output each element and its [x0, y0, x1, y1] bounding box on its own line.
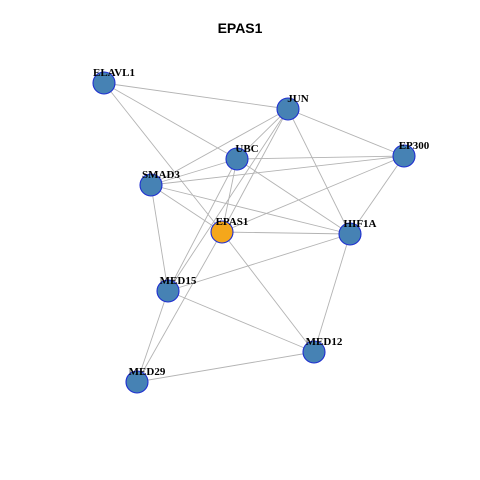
edge-hif1a-med12	[313, 233, 351, 353]
edge-smad3-epas1	[150, 184, 223, 233]
node-label-smad3: SMAD3	[142, 169, 180, 181]
node-med29	[125, 370, 149, 394]
edge-med12-med29	[136, 351, 315, 383]
node-jun	[276, 97, 300, 121]
edge-jun-med15	[167, 108, 289, 292]
node-elavl1	[92, 71, 116, 95]
edge-ep300-smad3	[150, 155, 405, 186]
edge-smad3-hif1a	[150, 184, 351, 235]
node-layer	[92, 71, 416, 394]
node-smad3	[139, 173, 163, 197]
edge-jun-smad3	[150, 108, 289, 186]
edge-ep300-epas1	[221, 155, 405, 233]
edge-ubc-smad3	[150, 158, 238, 186]
node-med15	[156, 279, 180, 303]
node-label-hif1a: HIF1A	[344, 218, 377, 230]
edge-epas1-hif1a	[221, 231, 351, 235]
edge-ep300-hif1a	[349, 155, 405, 235]
edge-elavl1-epas1	[103, 82, 223, 233]
figure-title: EPAS1	[217, 20, 263, 36]
edge-ubc-med15	[167, 158, 238, 292]
edge-smad3-med15	[150, 184, 169, 292]
edge-jun-hif1a	[287, 108, 351, 235]
node-label-epas1: EPAS1	[216, 216, 249, 228]
edge-epas1-med12	[221, 231, 315, 353]
edge-hif1a-med15	[167, 233, 351, 292]
node-ep300	[392, 144, 416, 168]
node-med12	[302, 340, 326, 364]
node-label-med15: MED15	[160, 275, 197, 287]
node-label-med12: MED12	[306, 336, 343, 348]
edge-ubc-epas1	[221, 158, 238, 233]
edge-ubc-ep300	[236, 155, 405, 160]
edge-med15-med29	[136, 290, 169, 383]
node-ubc	[225, 147, 249, 171]
edge-epas1-med29	[136, 231, 223, 383]
node-label-elavl1: ELAVL1	[93, 67, 135, 79]
edge-elavl1-jun	[103, 82, 289, 110]
edge-ubc-hif1a	[236, 158, 351, 235]
node-epas1	[210, 220, 234, 244]
edge-elavl1-ubc	[103, 82, 238, 160]
edge-jun-ubc	[236, 108, 289, 160]
edge-layer	[103, 82, 405, 383]
node-label-med29: MED29	[129, 366, 166, 378]
node-label-jun: JUN	[287, 93, 308, 105]
edge-med15-med12	[167, 290, 315, 353]
node-label-ep300: EP300	[399, 140, 430, 152]
node-hif1a	[338, 222, 362, 246]
node-label-ubc: UBC	[235, 143, 258, 155]
edge-jun-ep300	[287, 108, 405, 157]
